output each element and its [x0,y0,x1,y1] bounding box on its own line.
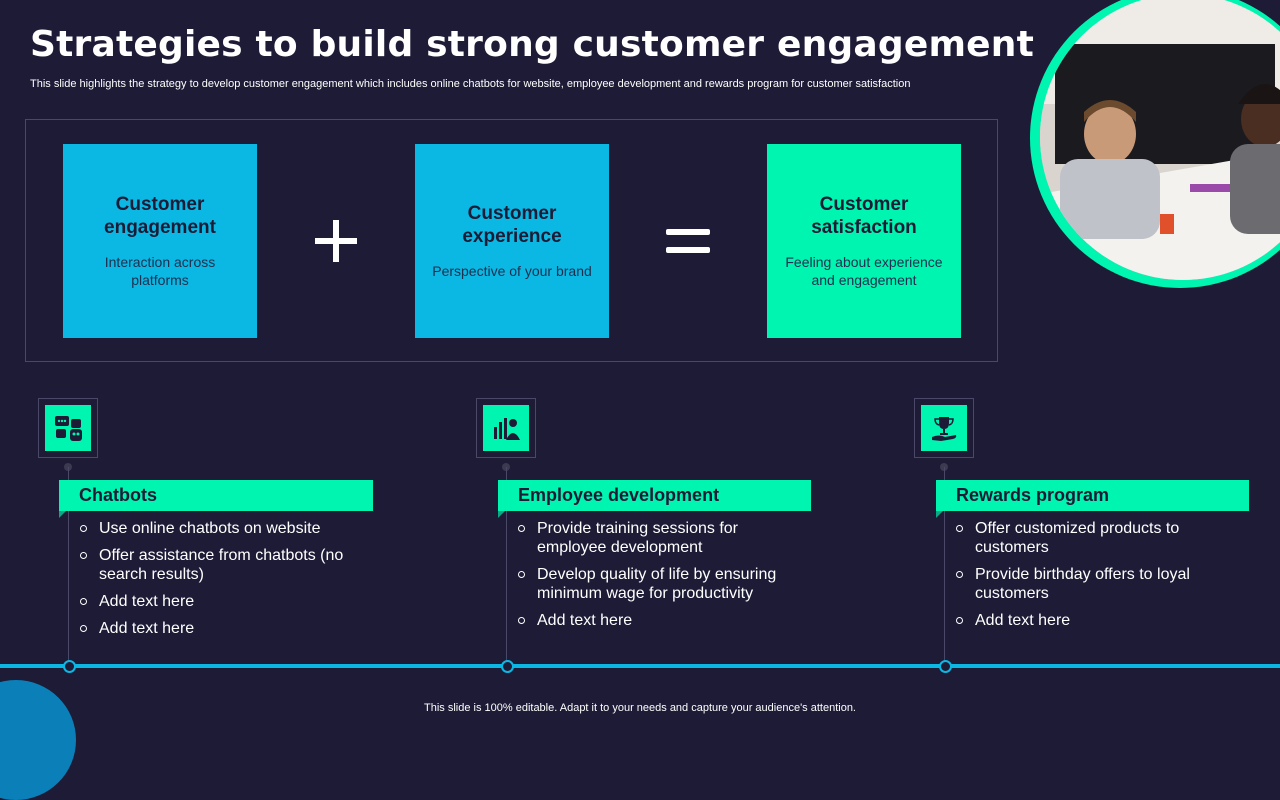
list-item: Provide training sessions for employee d… [518,519,788,557]
slide-footer: This slide is 100% editable. Adapt it to… [424,702,856,714]
tile-customer-engagement: Customer engagement Interaction across p… [63,144,257,338]
corner-decoration [0,680,76,800]
team-meeting-photo [1040,0,1280,280]
tile-customer-experience: Customer experience Perspective of your … [415,144,609,338]
presentation-chart-icon [483,405,529,451]
tile-heading: Customer experience [462,203,562,247]
list-item: Offer assistance from chatbots (no searc… [80,546,360,584]
rewards-program-title-bar: Rewards program [936,480,1249,511]
tile-customer-satisfaction: Customer satisfaction Feeling about expe… [767,144,961,338]
timeline-node [939,660,952,673]
trophy-hand-icon [921,405,967,451]
tile-description: Interaction across platforms [104,254,216,288]
rewards-program-bullet-list: Offer customized products to customers P… [956,519,1226,638]
title-bar-tab [59,511,66,518]
employee-development-title-bar: Employee development [498,480,811,511]
list-item: Develop quality of life by ensuring mini… [518,565,788,603]
slide-subtitle: This slide highlights the strategy to de… [30,78,911,90]
rewards-program-icon-frame [914,398,974,458]
chatbots-title-bar: Chatbots [59,480,373,511]
timeline-bar [0,664,1280,668]
tile-heading: Customer engagement [104,194,216,238]
tile-description: Perspective of your brand [432,263,592,279]
list-item: Use online chatbots on website [80,519,360,538]
tile-description: Feeling about experience and engagement [785,254,943,288]
list-item: Add text here [80,592,360,611]
list-item: Add text here [518,611,788,630]
formula-panel [25,119,998,362]
employee-development-bullet-list: Provide training sessions for employee d… [518,519,788,638]
list-item: Add text here [80,619,360,638]
connector-line [944,467,945,667]
list-item: Offer customized products to customers [956,519,1226,557]
tile-heading: Customer satisfaction [811,194,917,238]
list-item: Add text here [956,611,1226,630]
plus-icon [315,220,357,262]
chatbots-bullet-list: Use online chatbots on website Offer ass… [80,519,360,646]
timeline-node [501,660,514,673]
timeline-node [63,660,76,673]
title-bar-tab [498,511,505,518]
chatbots-icon-frame [38,398,98,458]
title-bar-tab [936,511,943,518]
connector-line [506,467,507,667]
employee-development-icon-frame [476,398,536,458]
equals-icon [666,229,710,253]
slide-title: Strategies to build strong customer enga… [30,24,1035,65]
list-item: Provide birthday offers to loyal custome… [956,565,1226,603]
connector-line [68,467,69,667]
chatbot-icon [45,405,91,451]
